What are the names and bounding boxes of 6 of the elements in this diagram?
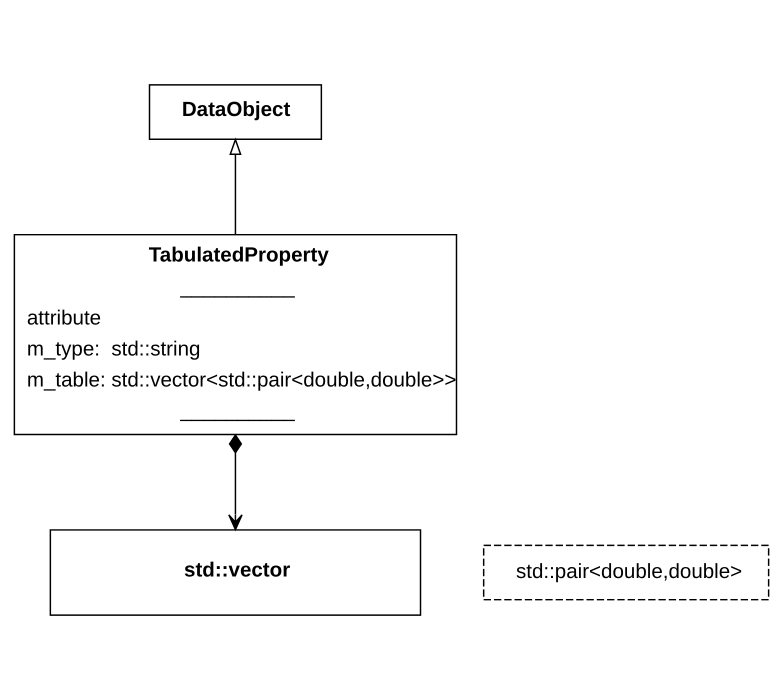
node-box: std::vector [50, 529, 422, 616]
node-box: TabulatedProperty __________ attribute m_type: std::string m_table: std::vector<std::pair<double,double>> __________ [14, 234, 458, 436]
node-box: DataObject [148, 84, 322, 140]
node-box: std::pair<double,double> [482, 544, 770, 600]
arrow [228, 434, 243, 530]
arrow [229, 137, 242, 234]
